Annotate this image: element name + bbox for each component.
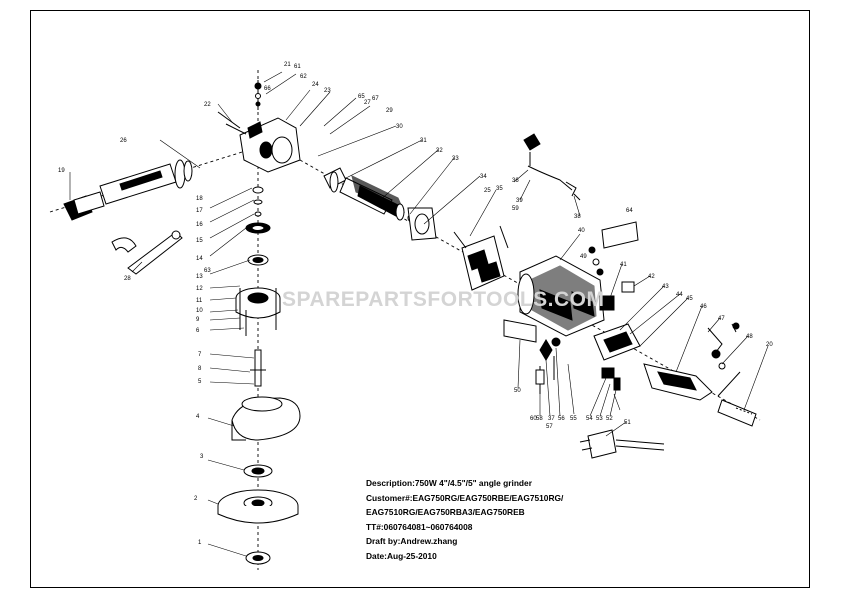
part-label: 7 [198,352,202,358]
part-label: 3 [200,454,204,460]
part-label: 62 [300,74,307,80]
part-label: 51 [624,420,631,426]
part-label: 30 [396,124,403,130]
draft-by-line: Draft by:Andrew.zhang [366,536,458,547]
part-label: 53 [596,416,603,422]
part-label: 37 [548,416,555,422]
rear-handle-group [643,322,757,427]
part-label: 45 [686,296,693,302]
part-label: 28 [124,276,131,282]
part-label: 26 [120,138,127,144]
gear-housing-group [239,117,301,173]
part-label: 13 [196,274,203,280]
spindle-stack [217,186,301,565]
part-label: 40 [578,228,585,234]
stator-group [453,225,509,291]
brush-cable-group [523,133,581,201]
part-number-labels: 3 1 2 4 5 8 7 6 9 10 11 12 13 14 15 16 1… [58,62,773,546]
armature-group [323,167,437,241]
part-label: 35 [496,186,503,192]
part-label: 63 [204,268,211,274]
part-label: 21 [284,62,291,68]
part-label: 25 [484,188,491,194]
part-label: 22 [204,102,211,108]
part-label: 42 [648,274,655,280]
part-label: 6 [196,328,200,334]
part-label: 9 [196,317,200,323]
part-label: 23 [324,88,331,94]
part-label: 32 [436,148,443,154]
part-label: 5 [198,379,202,385]
part-label: 50 [514,388,521,394]
part-label: 15 [196,238,203,244]
part-label: 58 [536,416,543,422]
part-label: 66 [264,86,271,92]
part-label: 19 [58,168,65,174]
switch-group [503,221,641,394]
part-label: 20 [766,342,773,348]
part-label: 47 [718,316,725,322]
part-label: 29 [386,108,393,114]
part-label: 46 [700,304,707,310]
part-label: 44 [676,292,683,298]
part-label: 65 [358,94,365,100]
date-line: Date:Aug-25-2010 [366,550,437,561]
part-label: 18 [196,196,203,202]
tt-number-line: TT#:060764081~060764008 [366,521,473,532]
part-label: 57 [546,424,553,430]
part-label: 67 [372,96,379,102]
part-label: 36 [512,178,519,184]
part-label: 8 [198,366,202,372]
customer-line: Customer#:EAG750RG/EAG750RBE/EAG7510RG/ [366,492,564,503]
part-label: 55 [570,416,577,422]
spanner-wrench [111,230,183,275]
customer-line-cont: EAG7510RG/EAG750RBA3/EAG750REB [366,507,525,518]
part-label: 61 [294,64,301,70]
part-label: 12 [196,286,203,292]
part-label: 38 [574,214,581,220]
part-label: 59 [512,206,519,212]
part-label: 41 [620,262,627,268]
drawing-border [30,10,810,588]
part-label: 24 [312,82,319,88]
part-label: 48 [746,334,753,340]
part-label: 52 [606,416,613,422]
part-label: 31 [420,138,427,144]
part-label: 2 [194,496,198,502]
part-label: 33 [452,156,459,162]
watermark-text: SPAREPARTSFORTOOLS.COM [282,288,605,311]
part-label: 54 [586,416,593,422]
part-label: 64 [626,208,633,214]
part-label: 60 [530,416,537,422]
part-label: 11 [196,298,203,304]
part-label: 1 [198,540,202,546]
description-line: Description:750W 4"/4.5"/5" angle grinde… [366,478,532,488]
part-label: 14 [196,256,203,262]
top-screws [217,80,262,135]
motor-housing-group [517,255,605,337]
part-label: 43 [662,284,669,290]
part-label: 56 [558,416,565,422]
part-label: 16 [196,222,203,228]
part-label: 4 [196,414,200,420]
part-label: 49 [580,254,587,260]
part-label: 17 [196,208,203,214]
power-cord-group [579,429,665,459]
part-label: 39 [516,198,523,204]
part-label: 34 [480,174,487,180]
leader-lines [69,71,769,557]
part-label: 10 [196,308,203,314]
part-label: 27 [364,100,371,106]
side-handle-group [63,159,193,221]
description-block: Description:750W 4"/4.5"/5" angle grinde… [366,476,606,564]
